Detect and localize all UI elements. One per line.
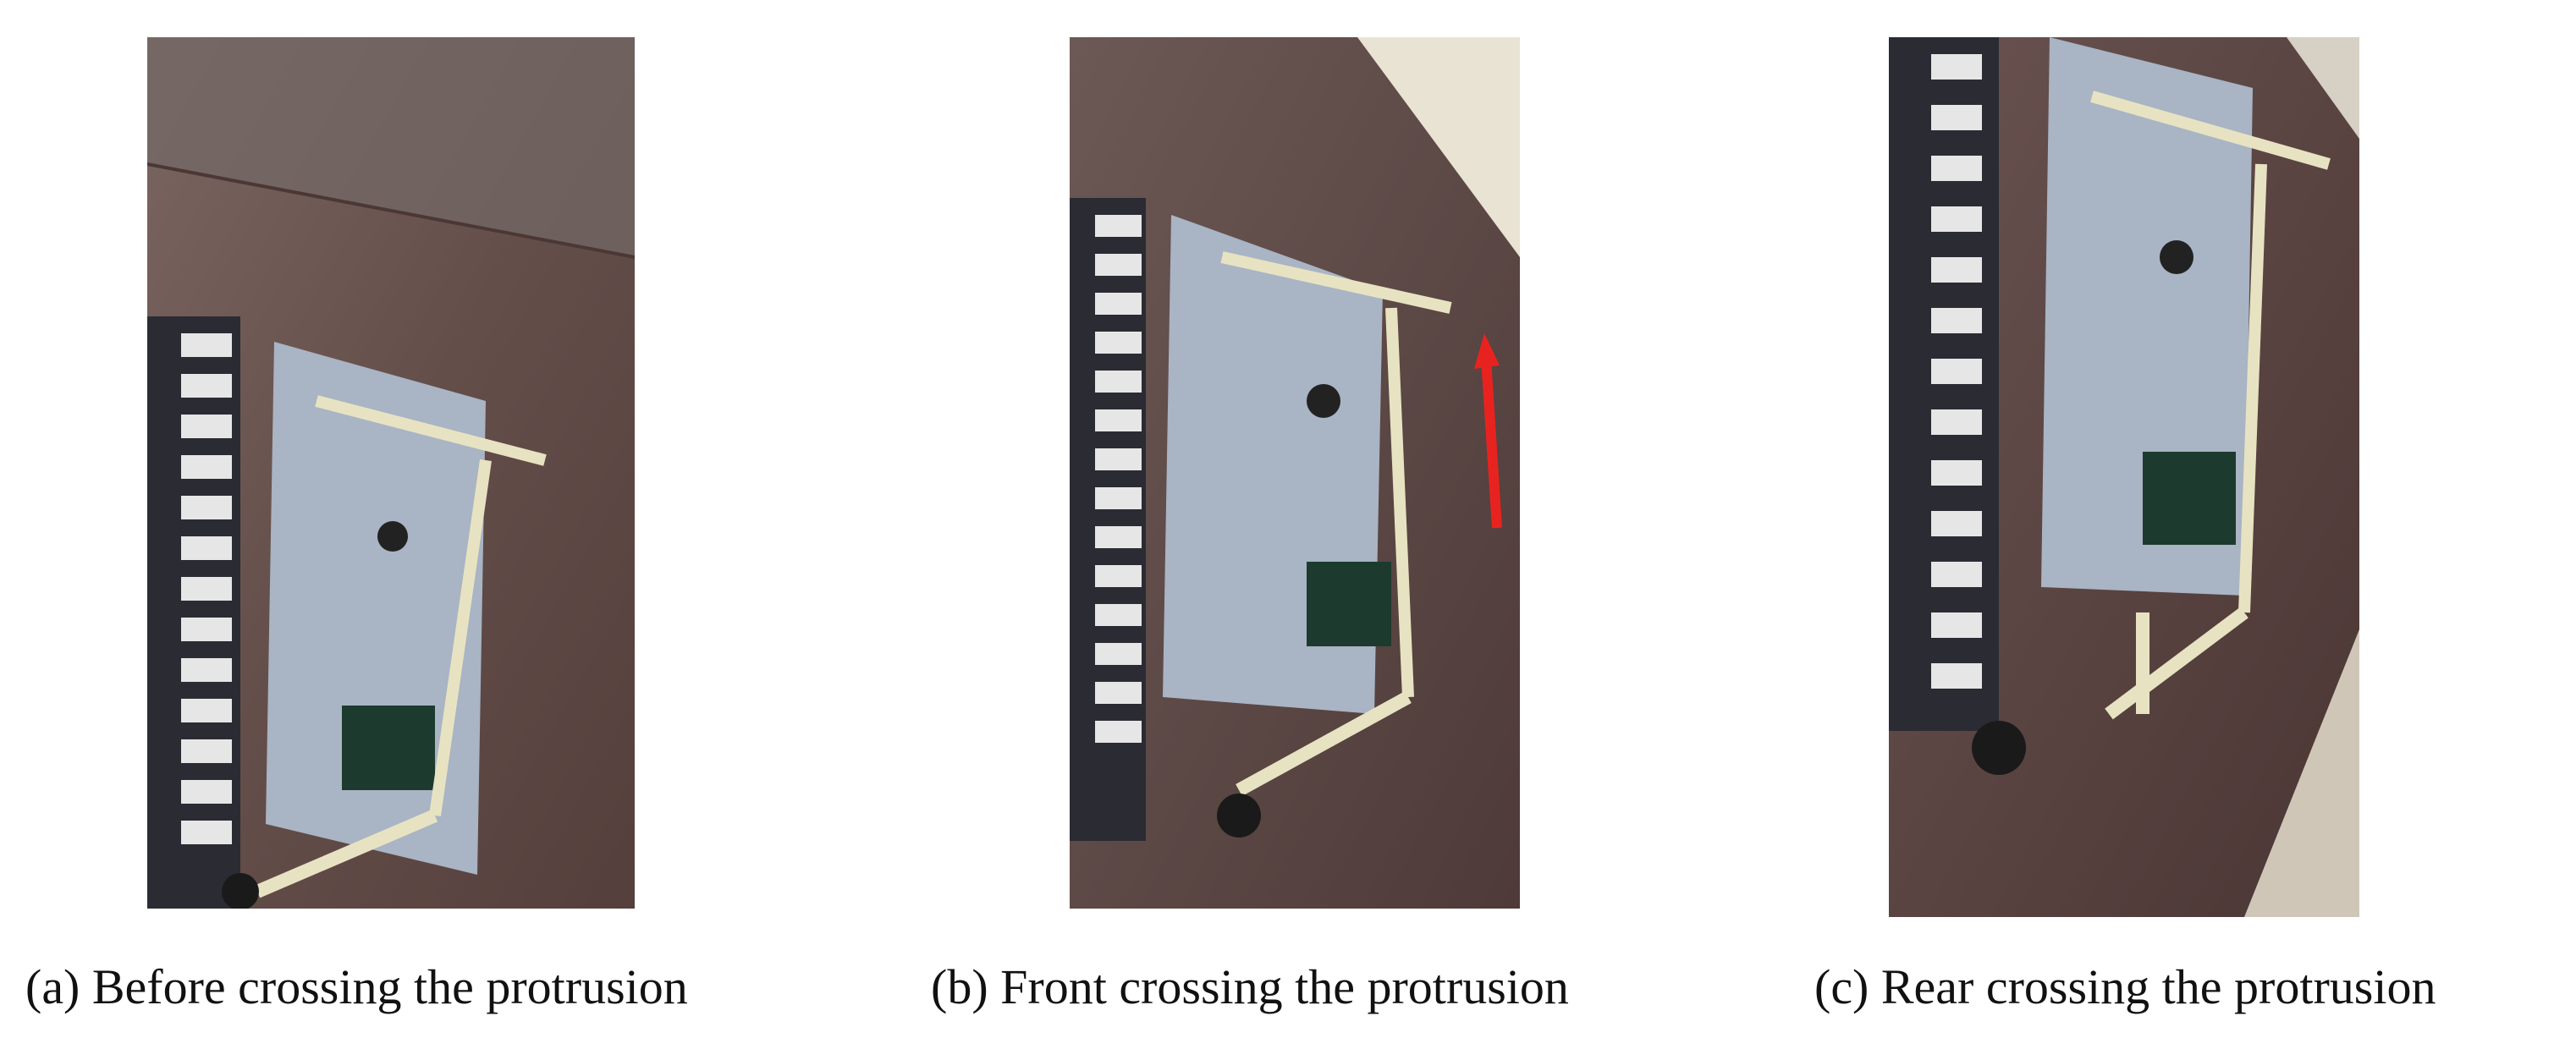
photo-front-crossing bbox=[1070, 37, 1520, 909]
control-board bbox=[2143, 452, 2236, 545]
wheel bbox=[222, 873, 259, 909]
wheel bbox=[1217, 794, 1261, 838]
motion-arrow-icon bbox=[1474, 333, 1502, 529]
robot-photo-a-image bbox=[147, 37, 635, 909]
robot-photo-b-image bbox=[1070, 37, 1520, 909]
control-board bbox=[342, 706, 435, 790]
caption-c: (c) Rear crossing the protrusion bbox=[1814, 959, 2436, 1014]
wheel bbox=[1972, 721, 2026, 775]
caption-a: (a) Before crossing the protrusion bbox=[25, 959, 688, 1014]
support-arm bbox=[315, 395, 547, 466]
photo-before-crossing bbox=[147, 37, 635, 909]
control-board bbox=[1307, 562, 1391, 646]
support-arm bbox=[2090, 91, 2331, 170]
track-left bbox=[147, 316, 240, 909]
caption-b: (b) Front crossing the protrusion bbox=[931, 959, 1569, 1014]
support-arm bbox=[1220, 251, 1452, 314]
robot-photo-c-image bbox=[1889, 37, 2359, 917]
track-treads bbox=[181, 333, 232, 844]
photo-rear-crossing bbox=[1889, 37, 2359, 917]
